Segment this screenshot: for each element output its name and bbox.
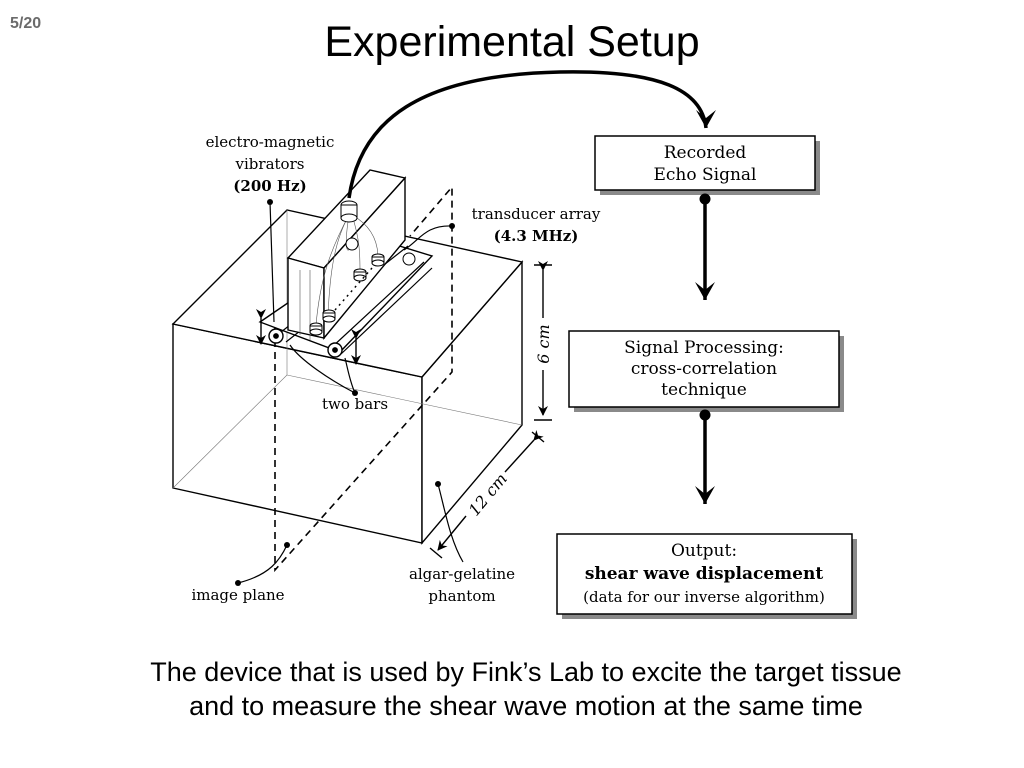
flow-output-line2: shear wave displacement bbox=[585, 564, 824, 584]
flow-box-recorded: Recorded Echo Signal bbox=[594, 135, 820, 195]
width-dimension bbox=[429, 429, 545, 559]
flow-recorded-line2: Echo Signal bbox=[653, 165, 756, 185]
signal-arrow bbox=[347, 70, 716, 199]
flow-box-output: Output: shear wave displacement (data fo… bbox=[556, 533, 857, 619]
depth-label: 6 cm bbox=[534, 324, 553, 363]
flow-output-line3: (data for our inverse algorithm) bbox=[583, 588, 825, 606]
depth-dimension bbox=[534, 261, 552, 421]
vibrators-label-line3: (200 Hz) bbox=[233, 177, 306, 195]
flow-processing-line3: technique bbox=[661, 380, 747, 400]
flow-output-line1: Output: bbox=[671, 541, 737, 561]
vibrators-label-line1: electro-magnetic bbox=[206, 133, 335, 151]
transducer-label-line1: transducer array bbox=[472, 205, 601, 223]
flow-box-processing: Signal Processing: cross-correlation tec… bbox=[568, 330, 844, 412]
image-plane bbox=[274, 184, 453, 573]
caption-line1: The device that is used by Fink’s Lab to… bbox=[150, 657, 902, 687]
leader-lines bbox=[237, 201, 464, 584]
image-plane-label: image plane bbox=[191, 586, 284, 604]
bar-ends bbox=[268, 328, 343, 358]
phantom-label-line1: algar-gelatine bbox=[409, 565, 515, 583]
phantom-label-line2: phantom bbox=[428, 587, 495, 605]
transducer-elements bbox=[309, 200, 416, 336]
page-number: 5/20 bbox=[10, 15, 42, 32]
flow-processing-line2: cross-correlation bbox=[631, 359, 777, 379]
vibrators-label-line2: vibrators bbox=[235, 155, 305, 173]
two-bars-label: two bars bbox=[322, 395, 388, 413]
flow-recorded-line1: Recorded bbox=[664, 143, 747, 163]
caption-line2: and to measure the shear wave motion at … bbox=[189, 691, 863, 721]
slide-title: Experimental Setup bbox=[324, 18, 700, 66]
flow-processing-line1: Signal Processing: bbox=[624, 338, 784, 358]
transducer-label-line2: (4.3 MHz) bbox=[494, 227, 579, 245]
bar-motion-arrows bbox=[256, 309, 361, 365]
vibrator-housing bbox=[286, 169, 407, 340]
slide-caption: The device that is used by Fink’s Lab to… bbox=[0, 655, 1024, 723]
